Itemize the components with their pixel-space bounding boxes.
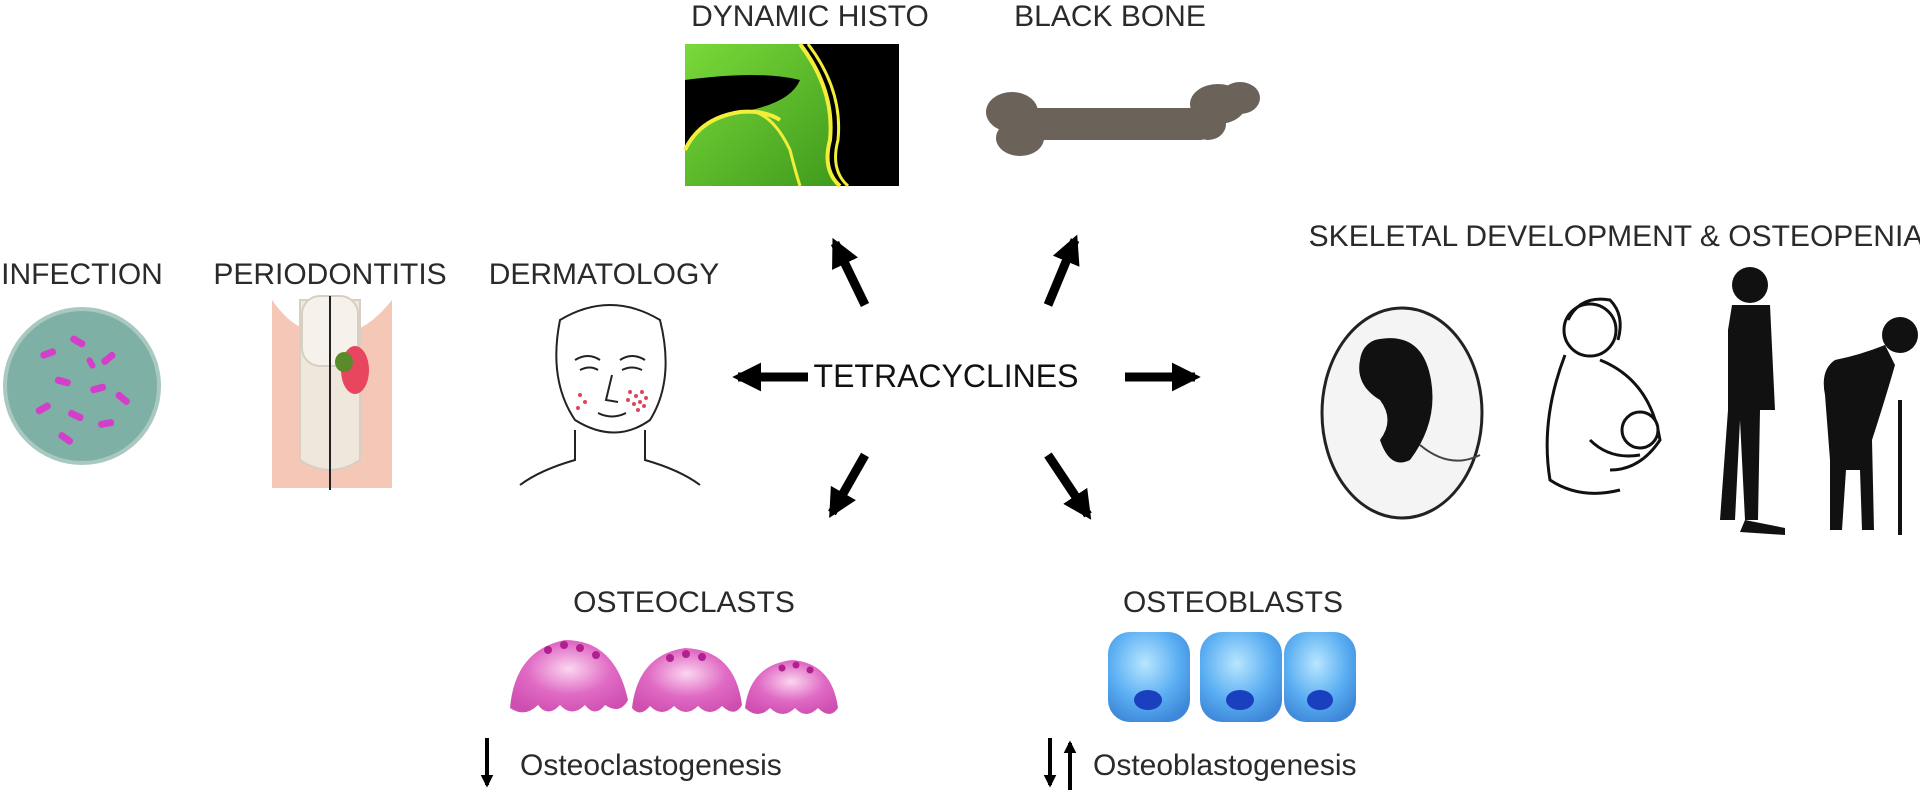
up-down-arrows-icon xyxy=(1043,738,1077,790)
dermatology-face-image xyxy=(519,304,701,486)
osteoclasts-label: OSTEOCLASTS xyxy=(573,586,795,619)
arrow-to-osteoclasts xyxy=(828,452,869,519)
osteoblast-cells xyxy=(1108,632,1356,722)
osteoblast-cell xyxy=(1200,632,1282,722)
osteoclast-cells xyxy=(510,640,838,714)
periodontitis-label: PERIODONTITIS xyxy=(213,258,446,291)
elderly-person-silhouette xyxy=(1823,317,1918,535)
infection-image xyxy=(3,307,161,465)
center-label: TETRACYCLINES xyxy=(814,358,1079,394)
infection-label: INFECTION xyxy=(1,258,163,291)
osteoclast-cell xyxy=(745,660,838,714)
dynamic-histo-label: DYNAMIC HISTO xyxy=(691,0,929,33)
osteoclast-cell xyxy=(632,648,742,713)
skeletal-label: SKELETAL DEVELOPMENT & OSTEOPENIA xyxy=(1309,220,1920,253)
dynamic-histo-image xyxy=(683,42,899,188)
arrow-to-black-bone xyxy=(1043,234,1080,307)
osteoclastogenesis-effect: Osteoclastogenesis xyxy=(520,749,782,782)
osteoblast-cell xyxy=(1284,632,1356,722)
osteoblast-cell xyxy=(1108,632,1190,722)
walking-person-silhouette xyxy=(1720,267,1785,535)
breastfeeding-mother-image xyxy=(1545,297,1662,495)
osteoblastogenesis-effect: Osteoblastogenesis xyxy=(1093,749,1357,782)
periodontitis-image xyxy=(272,295,392,490)
fetus-image xyxy=(1320,306,1484,520)
black-bone-label: BLACK BONE xyxy=(1014,0,1206,33)
arrow-to-osteoblasts xyxy=(1044,452,1092,520)
arrows xyxy=(732,234,1201,520)
arrow-to-dynamic-histo xyxy=(830,237,870,307)
osteoblasts-label: OSTEOBLASTS xyxy=(1123,586,1343,619)
dermatology-label: DERMATOLOGY xyxy=(489,258,720,291)
osteoclast-cell xyxy=(510,640,628,713)
black-bone-image xyxy=(986,82,1260,156)
